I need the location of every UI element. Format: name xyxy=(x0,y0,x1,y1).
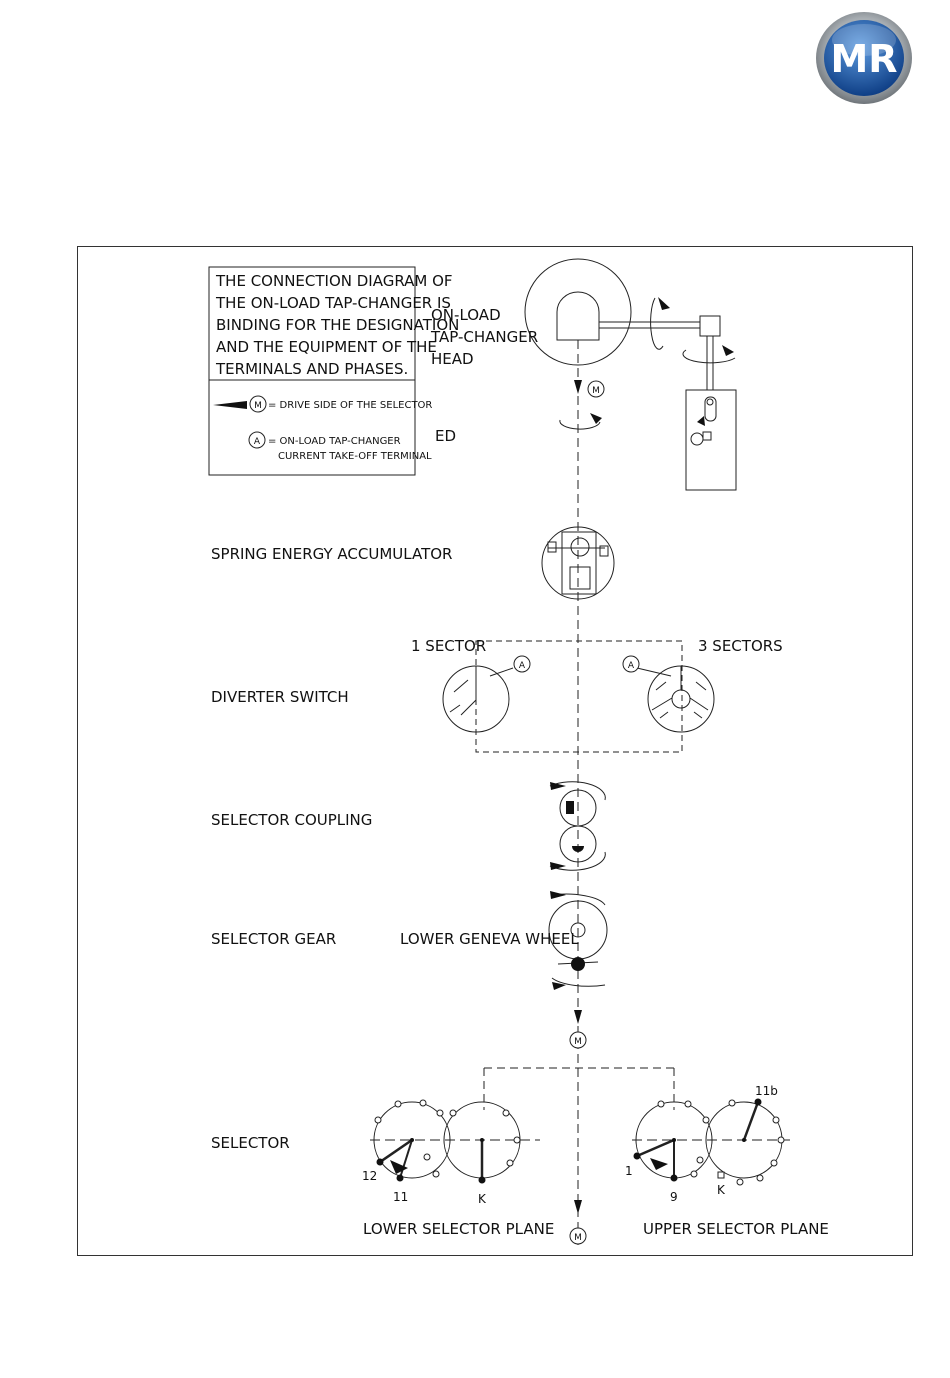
ed-label: ED xyxy=(435,427,456,445)
contact-11: 11 xyxy=(393,1190,408,1204)
a-marker-1-sector: A xyxy=(519,661,526,671)
head-label-3: HEAD xyxy=(431,350,474,368)
coupling-lower xyxy=(559,825,597,863)
sector-1-label: 1 SECTOR xyxy=(411,637,486,655)
sector-3-label: 3 SECTORS xyxy=(698,637,783,655)
note-line-4: AND THE EQUIPMENT OF THE xyxy=(216,338,437,356)
legend-a-text-1: = ON-LOAD TAP-CHANGER xyxy=(268,436,401,447)
gear-label: SELECTOR GEAR xyxy=(211,930,336,948)
lower-plane-label: LOWER SELECTOR PLANE xyxy=(363,1220,554,1238)
m-marker-bottom: M xyxy=(574,1233,582,1243)
contact-11b: 11b xyxy=(755,1084,778,1098)
note-line-1: THE CONNECTION DIAGRAM OF xyxy=(215,272,453,290)
spring-label: SPRING ENERGY ACCUMULATOR xyxy=(211,545,452,563)
head-circle xyxy=(524,258,632,366)
spring-accumulator xyxy=(541,526,615,600)
diagram-frame xyxy=(77,246,913,1256)
motor-drive-dial-icon xyxy=(690,432,704,446)
selector-label: SELECTOR xyxy=(211,1134,290,1152)
head-gear-icon xyxy=(556,291,600,341)
a-marker-3-sectors: A xyxy=(628,661,635,671)
contact-9: 9 xyxy=(670,1190,678,1204)
m-marker-head: M xyxy=(592,386,600,396)
coupling-label: SELECTOR COUPLING xyxy=(211,811,372,829)
legend-m-text: = DRIVE SIDE OF THE SELECTOR xyxy=(268,400,432,411)
legend-m-symbol: M xyxy=(254,401,262,411)
head-label-1: ON-LOAD xyxy=(431,306,501,324)
legend-a-symbol: A xyxy=(254,437,261,447)
legend-a-text-2: CURRENT TAKE-OFF TERMINAL xyxy=(278,451,432,462)
motor-drive-unit xyxy=(685,389,737,491)
bevel-gear-icon xyxy=(699,315,721,337)
contact-12: 12 xyxy=(362,1169,377,1183)
mr-logo: MR xyxy=(816,12,912,104)
note-box xyxy=(208,266,416,476)
logo-text: MR xyxy=(830,37,897,81)
contact-k-upper: K xyxy=(717,1183,726,1197)
contact-1: 1 xyxy=(625,1164,633,1178)
m-marker-selector: M xyxy=(574,1037,582,1047)
note-line-2: THE ON-LOAD TAP-CHANGER IS xyxy=(215,294,451,312)
note-line-3: BINDING FOR THE DESIGNATION xyxy=(216,316,459,334)
diverter-label: DIVERTER SWITCH xyxy=(211,688,349,706)
head-label-2: TAP-CHANGER xyxy=(430,328,538,346)
geneva-label: LOWER GENEVA WHEEL xyxy=(400,930,579,948)
upper-plane-label: UPPER SELECTOR PLANE xyxy=(643,1220,829,1238)
diverter-frame xyxy=(475,640,683,753)
contact-k-lower: K xyxy=(478,1192,487,1206)
note-line-5: TERMINALS AND PHASES. xyxy=(215,360,408,378)
